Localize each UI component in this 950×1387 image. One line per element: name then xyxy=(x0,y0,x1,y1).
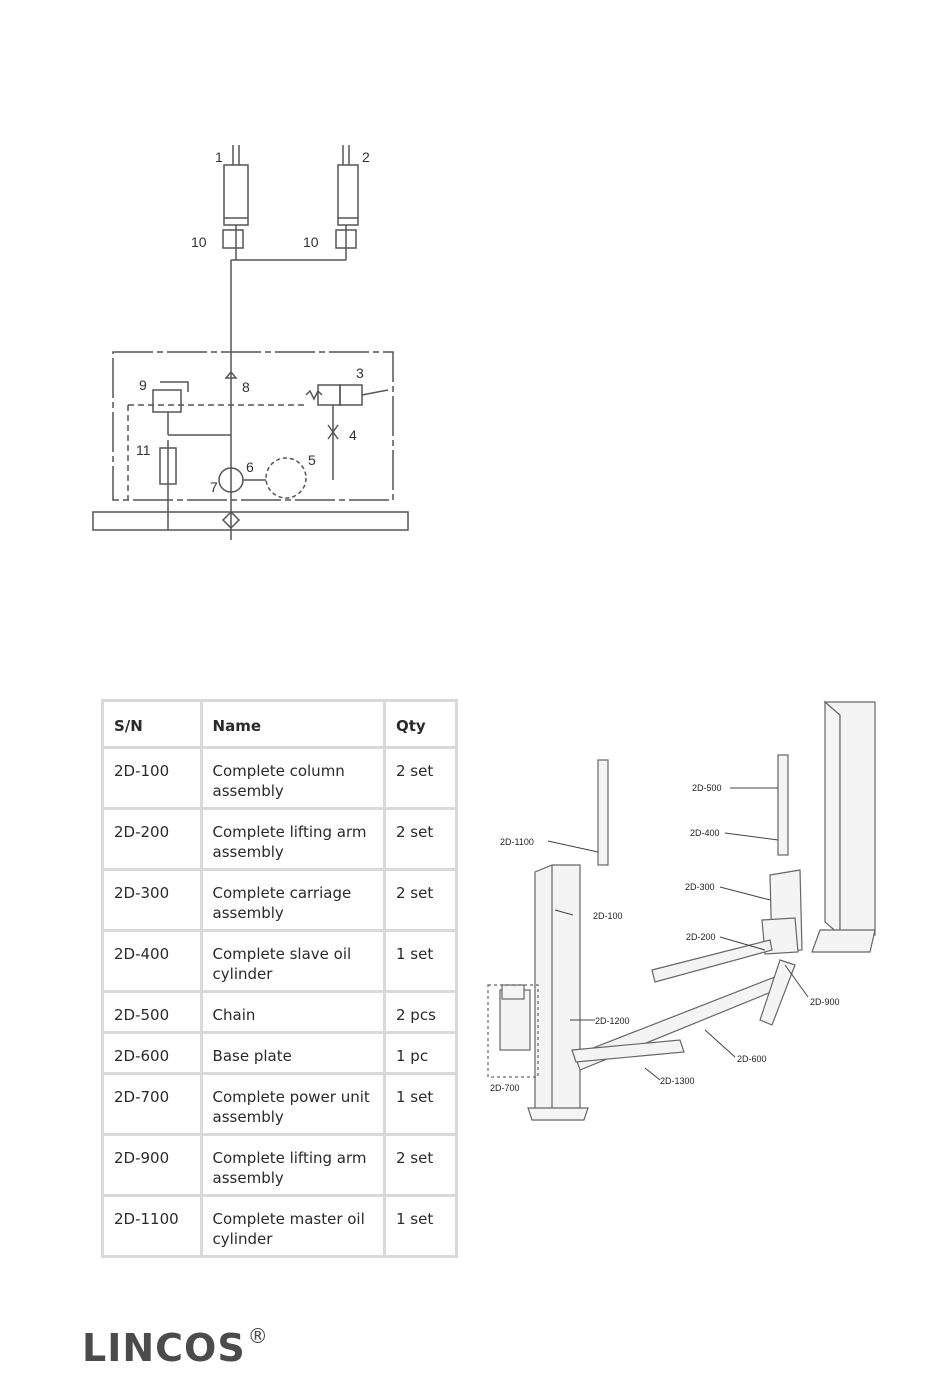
cell-sn: 2D-200 xyxy=(104,810,200,868)
exploded-label-2D-100: 2D-100 xyxy=(593,911,623,921)
header-sn: S/N xyxy=(104,702,200,746)
cell-name: Base plate xyxy=(202,1034,383,1072)
cell-sn: 2D-500 xyxy=(104,993,200,1031)
header-qty: Qty xyxy=(385,702,455,746)
cell-name: Complete master oil cylinder xyxy=(202,1197,383,1255)
exploded-label-2D-600: 2D-600 xyxy=(737,1054,767,1064)
brand-logo: LINCOS® xyxy=(82,1324,269,1370)
cell-qty: 1 set xyxy=(385,1197,455,1255)
cell-name: Complete column assembly xyxy=(202,749,383,807)
schematic-label-9: 9 xyxy=(139,377,147,393)
schematic-label-10a: 10 xyxy=(191,234,207,250)
cell-sn: 2D-1100 xyxy=(104,1197,200,1255)
schematic-label-10b: 10 xyxy=(303,234,319,250)
cell-sn: 2D-600 xyxy=(104,1034,200,1072)
cell-name: Complete lifting arm assembly xyxy=(202,810,383,868)
exploded-label-2D-1200: 2D-1200 xyxy=(595,1016,630,1026)
cell-sn: 2D-100 xyxy=(104,749,200,807)
cell-qty: 2 pcs xyxy=(385,993,455,1031)
exploded-label-2D-500: 2D-500 xyxy=(692,783,722,793)
brand-name: LINCOS xyxy=(82,1326,246,1370)
exploded-view-diagram: 2D-500 2D-400 2D-1100 2D-300 2D-100 2D-2… xyxy=(487,700,876,1121)
schematic-label-1: 1 xyxy=(215,149,223,165)
registered-mark: ® xyxy=(247,1324,269,1349)
cell-sn: 2D-400 xyxy=(104,932,200,990)
schematic-label-3: 3 xyxy=(356,365,364,381)
exploded-label-2D-1300: 2D-1300 xyxy=(660,1076,695,1086)
cell-qty: 1 set xyxy=(385,1075,455,1133)
cell-name: Complete lifting arm assembly xyxy=(202,1136,383,1194)
hydraulic-schematic: 1 2 10 10 3 9 8 4 11 6 5 7 xyxy=(92,145,409,540)
schematic-label-7: 7 xyxy=(210,479,218,495)
cell-sn: 2D-700 xyxy=(104,1075,200,1133)
exploded-label-2D-200: 2D-200 xyxy=(686,932,716,942)
schematic-label-8: 8 xyxy=(242,379,250,395)
cell-name: Complete power unit assembly xyxy=(202,1075,383,1133)
schematic-label-6: 6 xyxy=(246,459,254,475)
cell-qty: 2 set xyxy=(385,1136,455,1194)
cell-name: Chain xyxy=(202,993,383,1031)
cell-sn: 2D-900 xyxy=(104,1136,200,1194)
header-name: Name xyxy=(202,702,383,746)
exploded-label-2D-400: 2D-400 xyxy=(690,828,720,838)
exploded-label-2D-900: 2D-900 xyxy=(810,997,840,1007)
table-header-row: S/N Name Qty xyxy=(104,702,455,746)
cell-qty: 1 pc xyxy=(385,1034,455,1072)
cell-sn: 2D-300 xyxy=(104,871,200,929)
schematic-label-4: 4 xyxy=(349,427,357,443)
schematic-label-5: 5 xyxy=(308,452,316,468)
schematic-label-2: 2 xyxy=(362,149,370,165)
schematic-label-11: 11 xyxy=(136,442,151,458)
exploded-label-2D-700: 2D-700 xyxy=(490,1083,520,1093)
cell-name: Complete slave oil cylinder xyxy=(202,932,383,990)
cell-qty: 2 set xyxy=(385,871,455,929)
cell-name: Complete carriage assembly xyxy=(202,871,383,929)
cell-qty: 2 set xyxy=(385,749,455,807)
exploded-label-2D-300: 2D-300 xyxy=(685,882,715,892)
cell-qty: 1 set xyxy=(385,932,455,990)
exploded-label-2D-1100: 2D-1100 xyxy=(500,837,534,847)
cell-qty: 2 set xyxy=(385,810,455,868)
